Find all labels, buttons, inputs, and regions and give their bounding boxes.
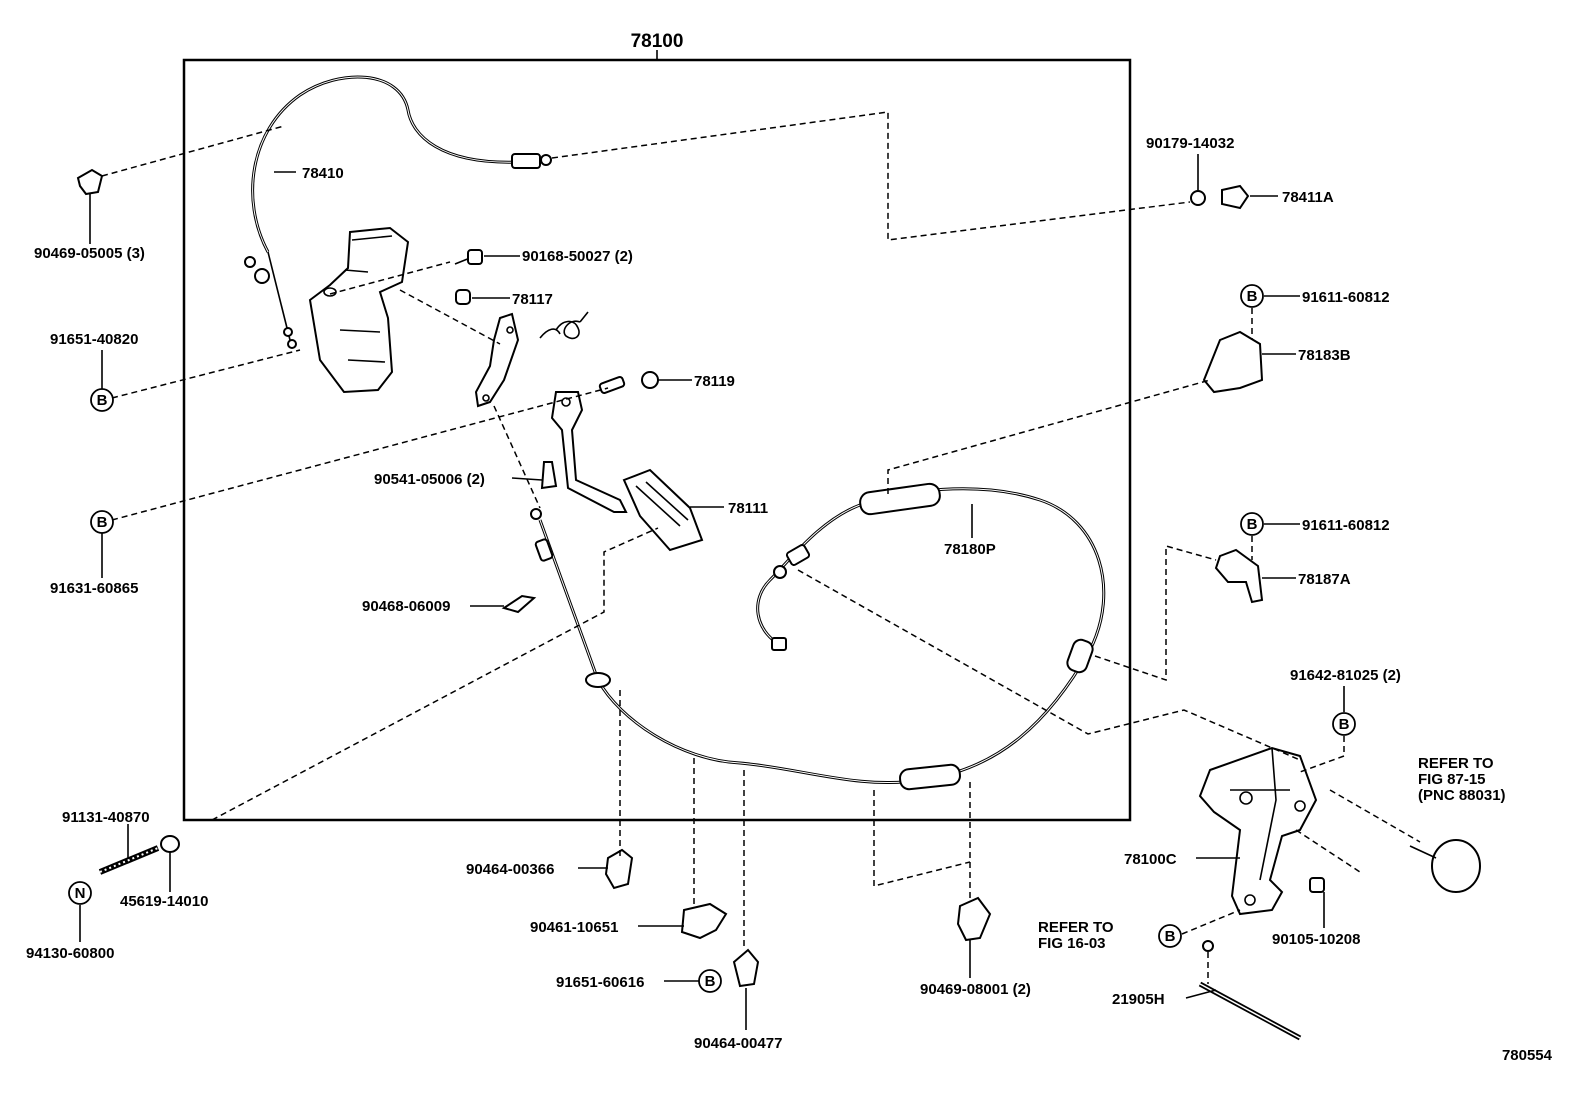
clip-90464-00366 — [604, 848, 634, 890]
bumper-90541 — [540, 461, 558, 490]
pedal-pad-78111 — [622, 468, 704, 552]
label-78410: 78410 — [302, 165, 344, 182]
label-90179-14032: 90179-14032 — [1146, 135, 1234, 152]
svg-text:B: B — [1339, 716, 1350, 733]
marker-b-91642 — [1332, 712, 1356, 736]
label-91631-60865: 91631-60865 — [50, 580, 138, 597]
marker-b-91611-a — [1240, 284, 1264, 308]
svg-text:N: N — [75, 885, 86, 902]
ref-fig87-line1: REFER TO — [1418, 755, 1494, 772]
label-91131-40870: 91131-40870 — [62, 809, 150, 826]
nut-90179-14032 — [1190, 190, 1206, 206]
label-90468-06009: 90468-06009 — [362, 598, 450, 615]
label-90464-00477: 90464-00477 — [694, 1035, 782, 1052]
label-78187A: 78187A — [1298, 571, 1351, 588]
dashed-lines — [101, 111, 1421, 984]
svg-text:B: B — [1165, 928, 1176, 945]
label-90469-05005: 90469-05005 (3) — [34, 245, 145, 262]
bolt-90168 — [454, 249, 483, 265]
clip-90469-08001 — [956, 896, 992, 942]
cap-78411A — [1221, 184, 1250, 210]
bracket-78183B — [1202, 330, 1264, 394]
ref-fig87-line2: FIG 87-15 — [1418, 771, 1486, 788]
marker-b-91611-b — [1240, 512, 1264, 536]
label-45619-14010: 45619-14010 — [120, 893, 208, 910]
label-91642-81025: 91642-81025 (2) — [1290, 667, 1401, 684]
label-90168-50027: 90168-50027 (2) — [522, 248, 633, 265]
bushing-78119 — [641, 371, 659, 389]
pedal-arm — [550, 391, 628, 513]
label-78100C: 78100C — [1124, 851, 1177, 868]
label-21905H: 21905H — [1112, 991, 1165, 1008]
accelerator-lever — [474, 312, 520, 408]
throttle-bracket — [308, 226, 410, 394]
cap-45619-14010 — [160, 835, 180, 853]
clamp-90461-10651 — [680, 902, 728, 940]
label-91611-60812-b: 91611-60812 — [1302, 517, 1390, 534]
label-78411A: 78411A — [1282, 189, 1334, 206]
label-90105-10208: 90105-10208 — [1272, 931, 1360, 948]
svg-text:B: B — [1247, 288, 1258, 305]
label-90461-10651: 90461-10651 — [530, 919, 618, 936]
clamp-78187A — [1214, 548, 1264, 604]
label-78183B: 78183B — [1298, 347, 1351, 364]
clip-90464-00477 — [732, 948, 760, 988]
bolt-90105-10208 — [1309, 877, 1325, 893]
svg-text:B: B — [705, 973, 716, 990]
clamp-90468 — [501, 594, 537, 614]
svg-text:B: B — [1247, 516, 1258, 533]
label-91611-60812-a: 91611-60812 — [1302, 289, 1390, 306]
accelerator-cable — [530, 482, 1106, 791]
leader-lines — [79, 154, 1345, 1030]
marker-b-fig16 — [1158, 924, 1182, 948]
marker-n — [68, 881, 92, 905]
label-90469-08001: 90469-08001 (2) — [920, 981, 1031, 998]
bushing-pin — [598, 376, 626, 394]
rod-21905H — [1198, 940, 1302, 1041]
svg-text:B: B — [97, 514, 108, 531]
cable-78410 — [244, 75, 552, 349]
label-78111: 78111 — [728, 500, 768, 517]
label-91651-40820: 91651-40820 — [50, 331, 138, 348]
clip-90469-05005 — [76, 168, 104, 196]
ref-fig16-line1: REFER TO — [1038, 919, 1114, 936]
label-94130-60800: 94130-60800 — [26, 945, 114, 962]
figure-number: 780554 — [1502, 1047, 1553, 1064]
assembly-number: 78100 — [631, 31, 684, 52]
return-spring — [539, 311, 589, 340]
label-78117: 78117 — [512, 291, 553, 308]
label-91651-60616: 91651-60616 — [556, 974, 644, 991]
label-78180P: 78180P — [944, 541, 996, 558]
actuator-ref — [1409, 839, 1481, 893]
nut-78117 — [455, 289, 471, 305]
stud-91131-40870 — [98, 845, 160, 875]
label-90464-00366: 90464-00366 — [466, 861, 554, 878]
svg-text:B: B — [97, 392, 108, 409]
ref-fig16-line2: FIG 16-03 — [1038, 935, 1106, 952]
label-78119: 78119 — [694, 373, 735, 390]
label-90541-05006: 90541-05006 (2) — [374, 471, 485, 488]
ref-fig87-line3: (PNC 88031) — [1418, 787, 1506, 804]
